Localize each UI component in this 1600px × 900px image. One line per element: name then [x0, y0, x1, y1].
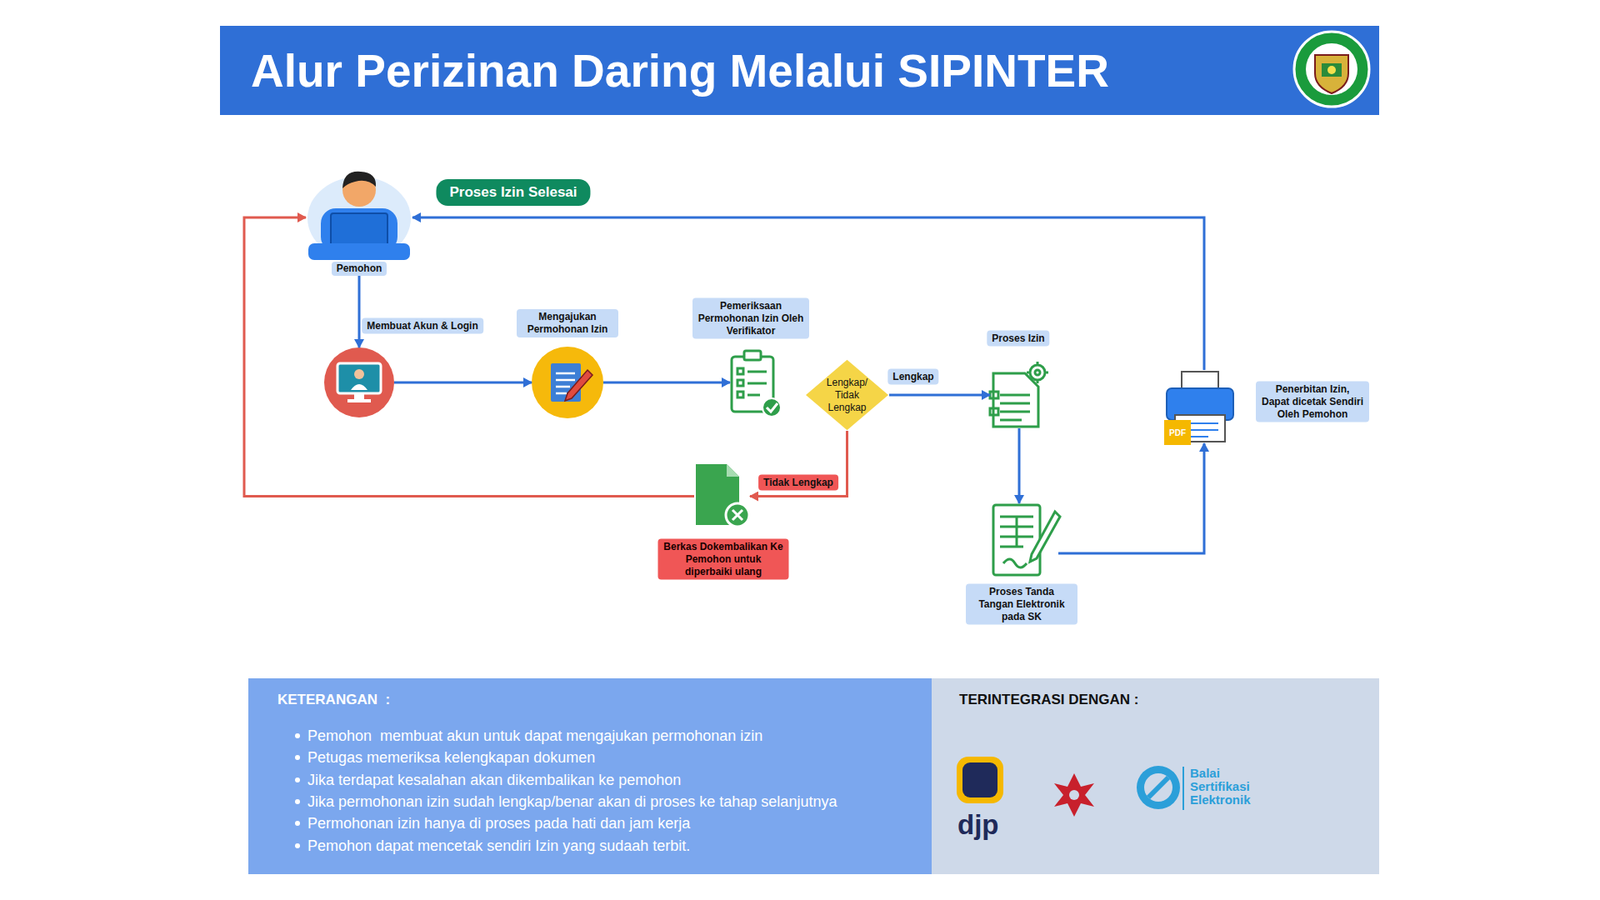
process-step: Pemeriksaan Permohonan Izin Oleh Verifik… [730, 350, 780, 415]
integration-heading: TERINTEGRASI DENGAN : [959, 691, 1139, 709]
connector [358, 275, 361, 348]
process-doc-icon [990, 361, 1049, 427]
bullet-dot [295, 843, 300, 849]
edge-label: Proses Izin Selesai [435, 179, 590, 206]
form-icon [531, 346, 604, 419]
djp-text: djp [957, 810, 999, 840]
red-logo [1054, 773, 1095, 817]
bsre-logo [1136, 765, 1184, 810]
note-line: Jika terdapat kesalahan akan dikembalika… [307, 770, 681, 790]
connector [394, 381, 532, 385]
bullet-dot [295, 777, 300, 783]
title: Alur Perizinan Daring Melalui SIPINTER [220, 25, 1380, 115]
connector [1058, 443, 1205, 554]
notes-heading: KETERANGAN : [277, 691, 390, 709]
note-line: Permohonan izin hanya di proses pada hat… [307, 814, 690, 833]
step-caption: Mengajukan Permohonan Izin [516, 309, 619, 338]
rejected-file-icon [695, 464, 750, 527]
connector [244, 217, 695, 497]
diamond-outline [805, 360, 889, 430]
bullet-dot [295, 799, 300, 805]
bullet-dot [295, 733, 300, 739]
clipboard-icon [731, 350, 781, 417]
person-icon [307, 171, 411, 260]
process-step: Proses Izin [990, 364, 1049, 429]
process-step: Membuat Akun & Login [324, 347, 395, 418]
process-step: Mengajukan Permohonan Izin [531, 346, 604, 419]
node-label: Pemohon [331, 261, 388, 276]
edge-label: Lengkap [887, 369, 939, 385]
step-caption: Membuat Akun & Login [361, 318, 484, 335]
connector [750, 430, 848, 497]
step-caption: Penerbitan Izin, Dapat dicetak Sendiri O… [1255, 381, 1370, 423]
step-caption: Proses Izin [986, 330, 1050, 347]
actor-node: Pemohon [305, 166, 413, 276]
signature-doc-icon [993, 505, 1060, 575]
note-line: Pemohon dapat mencetak sendiri Izin yang… [307, 836, 690, 855]
djp-logo [956, 756, 1004, 804]
pdf-badge: PDF [1169, 428, 1186, 438]
step-caption: Pemeriksaan Permohonan Izin Oleh Verifik… [692, 298, 810, 340]
step-caption: Proses Tanda Tangan Elektronik pada SK [965, 584, 1078, 625]
note-line: Pemohon membuat akun untuk dapat mengaju… [307, 726, 763, 745]
connector [603, 381, 730, 385]
decision-label: Lengkap/ Tidak Lengkap [820, 376, 875, 415]
step-caption: Berkas Dokembalikan Ke Pemohon untuk dip… [658, 539, 790, 580]
decision-diamond: Lengkap/ Tidak Lengkap [805, 359, 890, 431]
note-line: Petugas memeriksa kelengkapan dokumen [307, 748, 595, 767]
bsre-text: Balai Sertifikasi Elektronik [1190, 766, 1265, 807]
note-line: Jika permohonan izin sudah lengkap/benar… [307, 792, 837, 811]
process-step: Proses Tanda Tangan Elektronik pada SK [991, 503, 1059, 577]
login-icon [324, 347, 395, 418]
connector [412, 217, 1205, 370]
printer-icon [1164, 371, 1234, 445]
connector [1018, 428, 1021, 504]
logo [1294, 31, 1370, 107]
connector [889, 394, 990, 397]
process-step: Berkas Dokembalikan Ke Pemohon untuk dip… [694, 464, 750, 529]
edge-label: Tidak Lengkap [758, 475, 839, 491]
